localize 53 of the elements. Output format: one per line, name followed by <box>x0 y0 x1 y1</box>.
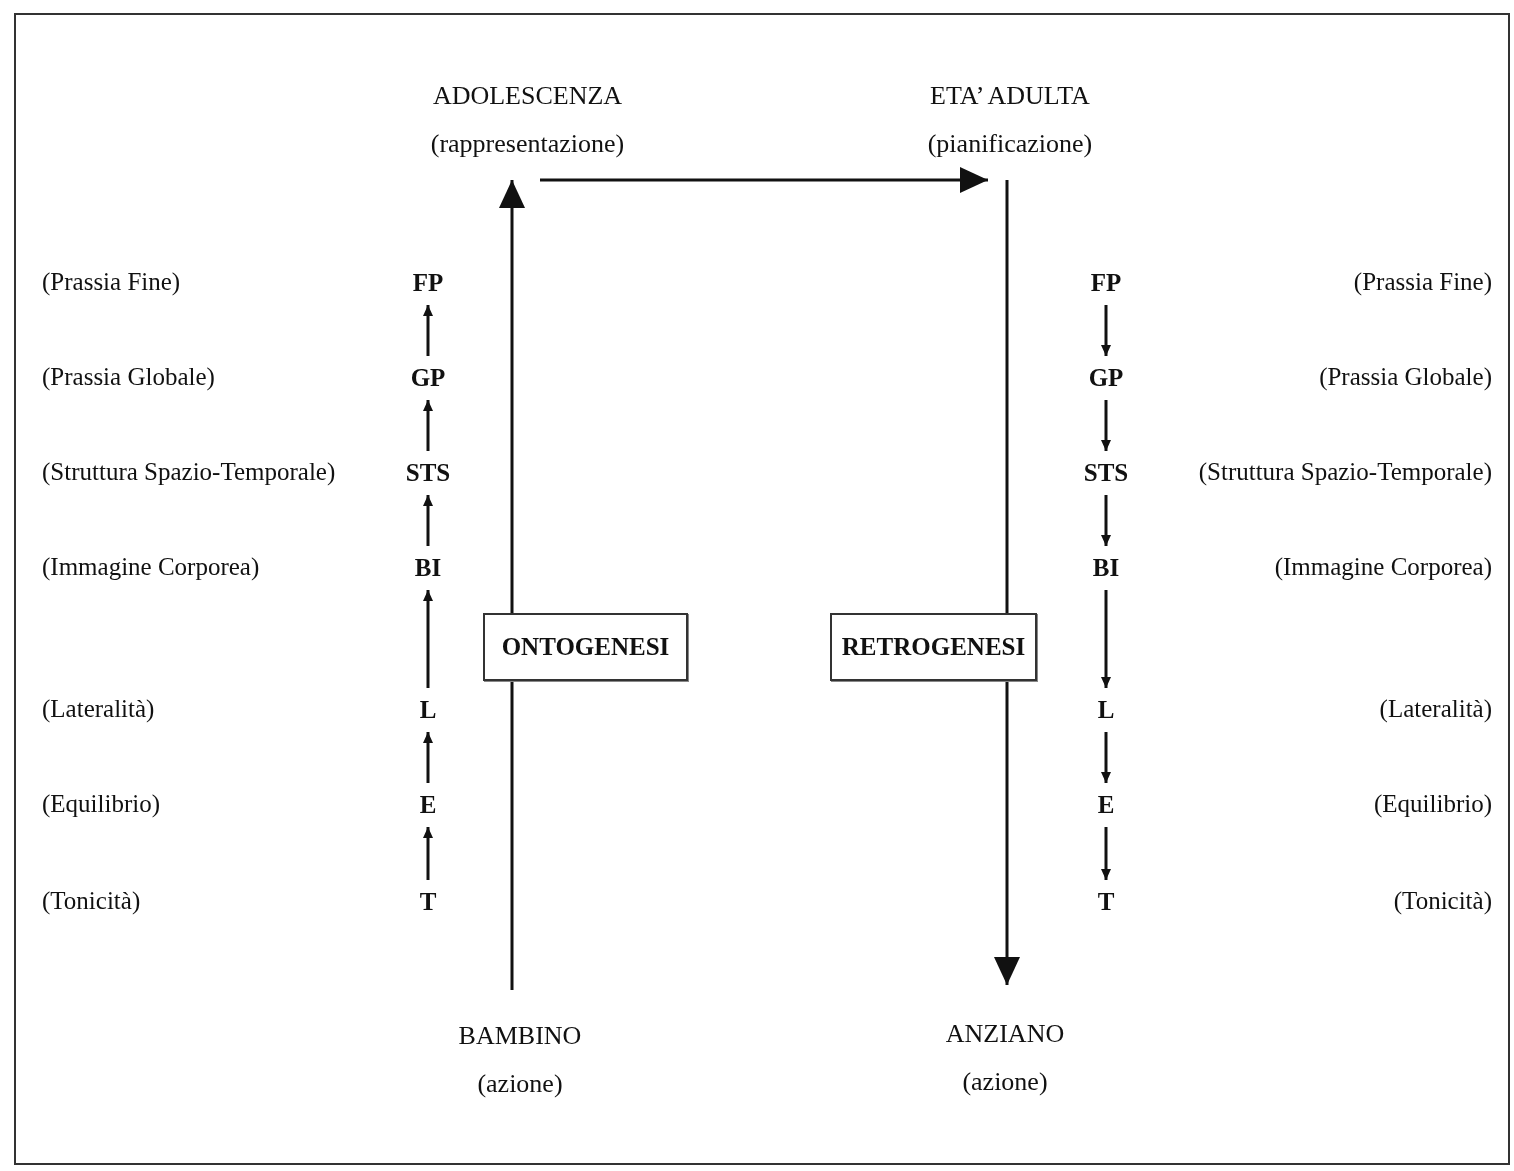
abbreviation: GP <box>1088 363 1124 393</box>
stage-title: ADOLESCENZA <box>432 80 623 112</box>
abbreviation: T <box>1097 887 1115 917</box>
arrow <box>423 827 433 880</box>
side-label: (Tonicità) <box>42 886 141 917</box>
edge-label: RETROGENESI <box>830 613 1037 681</box>
side-label: (Equilibrio) <box>1373 789 1492 820</box>
edge-label: ONTOGENESI <box>483 613 688 681</box>
side-label: (Lateralità) <box>42 694 155 725</box>
arrow <box>423 590 433 688</box>
arrow <box>1101 400 1111 451</box>
abbreviation: STS <box>1083 458 1129 488</box>
arrow <box>1101 732 1111 783</box>
abbreviation: BI <box>414 553 442 583</box>
arrow <box>1101 495 1111 546</box>
stage-subtitle: (rappresentazione) <box>430 128 625 160</box>
abbreviation: GP <box>410 363 446 393</box>
stage-subtitle: (azione) <box>962 1065 1048 1098</box>
side-label: (Equilibrio) <box>42 789 161 820</box>
arrow <box>423 495 433 546</box>
abbreviation: BI <box>1092 553 1120 583</box>
abbreviation: STS <box>405 458 451 488</box>
abbreviation: E <box>1097 790 1115 820</box>
stage-title: ANZIANO <box>945 1017 1065 1050</box>
arrow <box>1101 827 1111 880</box>
abbreviation: FP <box>1090 268 1122 298</box>
side-label: (Prassia Fine) <box>42 267 181 298</box>
side-label: (Prassia Fine) <box>1353 267 1492 297</box>
side-label: (Lateralità) <box>1379 694 1492 725</box>
arrow <box>1101 305 1111 356</box>
arrow <box>499 180 525 990</box>
side-label: (Prassia Globale) <box>42 362 215 393</box>
side-label: (Immagine Corporea) <box>1274 552 1492 582</box>
stage-subtitle: (azione) <box>477 1068 563 1100</box>
stage-title: BAMBINO <box>458 1020 582 1052</box>
arrow <box>1101 590 1111 688</box>
abbreviation: L <box>1097 695 1115 725</box>
stage-subtitle: (pianificazione) <box>927 128 1093 160</box>
arrow <box>423 400 433 451</box>
side-label: (Prassia Globale) <box>1319 362 1492 393</box>
arrow <box>423 732 433 783</box>
abbreviation: L <box>419 695 437 725</box>
arrow <box>540 167 988 193</box>
arrow <box>423 305 433 356</box>
abbreviation: T <box>419 887 437 917</box>
side-label: (Struttura Spazio-Temporale) <box>42 457 336 488</box>
abbreviation: E <box>419 790 437 820</box>
stage-title: ETA’ ADULTA <box>930 80 1090 112</box>
side-label: (Immagine Corporea) <box>42 552 260 583</box>
abbreviation: FP <box>412 268 444 298</box>
side-label: (Tonicità) <box>1393 886 1492 916</box>
side-label: (Struttura Spazio-Temporale) <box>1198 457 1492 487</box>
arrow <box>994 180 1020 985</box>
